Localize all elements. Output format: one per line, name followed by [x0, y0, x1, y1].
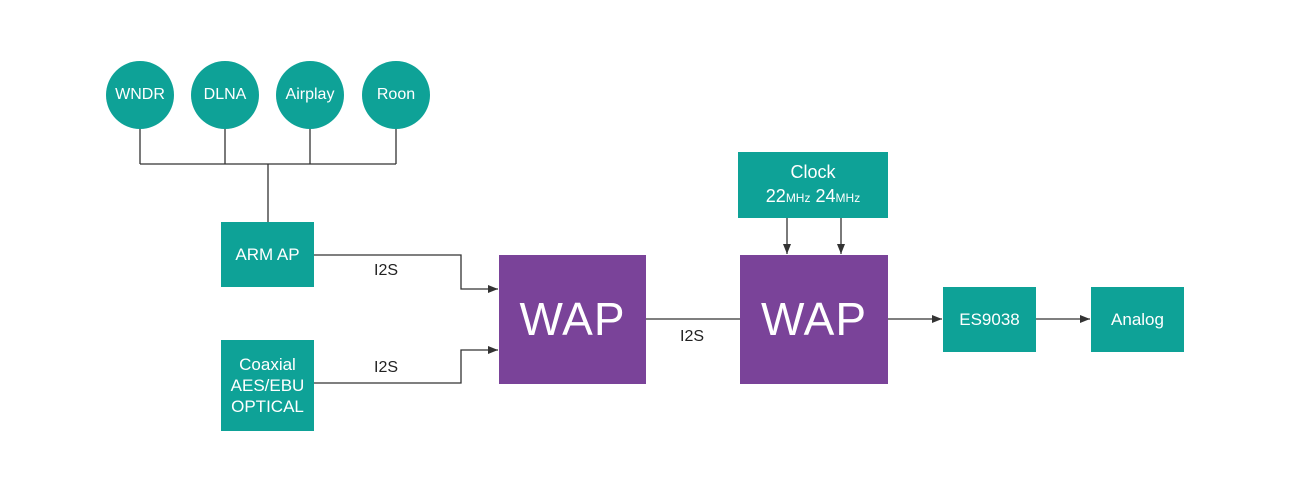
- arm-ap-block: ARM AP: [221, 222, 314, 287]
- digital-to-wap1-line: [314, 346, 498, 384]
- aes-ebu-label: AES/EBU: [230, 376, 305, 395]
- wap-1-label: WAP: [519, 293, 626, 345]
- dac-block: ES9038: [943, 287, 1036, 352]
- source-wndr-label: WNDR: [115, 86, 165, 103]
- wap-block-1: WAP: [499, 255, 646, 384]
- source-wndr: WNDR: [106, 61, 174, 129]
- clock-block: Clock 22MHz 24MHz: [738, 152, 888, 218]
- source-dlna-label: DLNA: [203, 86, 247, 103]
- clock-title: Clock: [790, 162, 836, 182]
- arm-ap-label: ARM AP: [235, 245, 300, 264]
- i2s-arm-label: I2S: [374, 262, 399, 279]
- source-airplay-label: Airplay: [285, 86, 335, 103]
- source-dlna: DLNA: [191, 61, 259, 129]
- freq-22-value: 22: [765, 186, 786, 206]
- clock-frequencies: 22MHz 24MHz: [766, 184, 860, 210]
- source-roon: Roon: [362, 61, 430, 129]
- wap-block-2: WAP: [740, 255, 888, 384]
- optical-label: OPTICAL: [231, 397, 304, 416]
- source-roon-label: Roon: [376, 86, 416, 103]
- wap-2-label: WAP: [760, 293, 868, 345]
- freq-24-unit: MHz: [835, 191, 861, 205]
- i2s-digital-label: I2S: [374, 359, 399, 376]
- coaxial-label: Coaxial: [239, 355, 296, 374]
- source-airplay: Airplay: [276, 61, 344, 129]
- arm-to-wap1-line: [314, 254, 498, 293]
- digital-input-block: Coaxial AES/EBU OPTICAL: [221, 340, 314, 431]
- dac-label: ES9038: [959, 310, 1020, 329]
- i2s-wap-label: I2S: [680, 328, 705, 345]
- analog-label: Analog: [1111, 310, 1164, 329]
- freq-24-value: 24: [815, 186, 836, 206]
- analog-output-block: Analog: [1091, 287, 1184, 352]
- freq-22-unit: MHz: [785, 191, 811, 205]
